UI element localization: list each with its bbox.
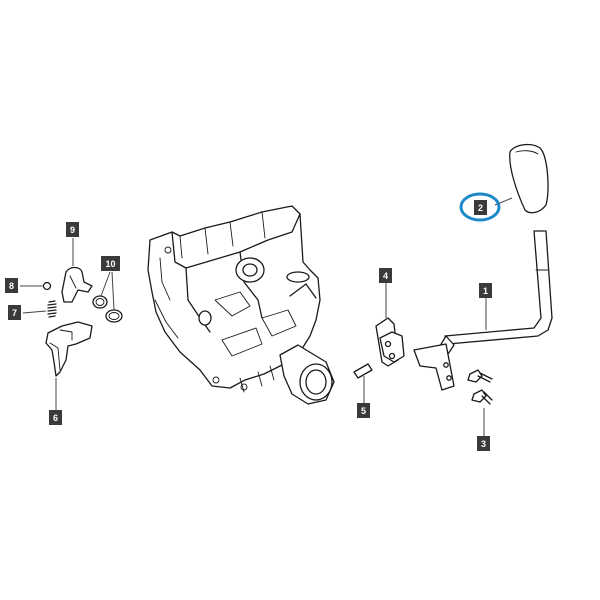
callout-3-label: 3 bbox=[481, 439, 486, 449]
callout-6-label: 6 bbox=[53, 413, 58, 423]
callout-2-label: 2 bbox=[478, 203, 483, 213]
callout-9-label: 9 bbox=[70, 225, 75, 235]
callout-2[interactable]: 2 bbox=[474, 200, 487, 215]
lever-knob bbox=[509, 143, 549, 214]
o-ring-pair bbox=[92, 295, 123, 323]
callout-4-label: 4 bbox=[383, 271, 388, 281]
callout-7-label: 7 bbox=[12, 308, 17, 318]
callout-8-label: 8 bbox=[9, 281, 14, 291]
spring bbox=[47, 300, 57, 318]
callout-5[interactable]: 5 bbox=[357, 403, 370, 418]
shift-rod bbox=[61, 266, 93, 303]
callout-1-label: 1 bbox=[483, 286, 488, 296]
highlight-ring bbox=[459, 192, 501, 222]
callout-10-label: 10 bbox=[105, 259, 115, 269]
callout-6[interactable]: 6 bbox=[49, 410, 62, 425]
callout-1[interactable]: 1 bbox=[479, 283, 492, 298]
callout-9[interactable]: 9 bbox=[66, 222, 79, 237]
callout-4[interactable]: 4 bbox=[379, 268, 392, 283]
bolt-pair bbox=[467, 369, 493, 405]
gearbox-housing bbox=[147, 205, 335, 405]
pin bbox=[353, 363, 373, 379]
bracket bbox=[375, 317, 405, 367]
callout-8[interactable]: 8 bbox=[5, 278, 18, 293]
shift-lever bbox=[413, 230, 553, 391]
callout-7[interactable]: 7 bbox=[8, 305, 21, 320]
shift-fork bbox=[45, 321, 93, 377]
callout-5-label: 5 bbox=[361, 406, 366, 416]
callout-10[interactable]: 10 bbox=[101, 256, 120, 271]
ball bbox=[42, 281, 52, 291]
callout-3[interactable]: 3 bbox=[477, 436, 490, 451]
